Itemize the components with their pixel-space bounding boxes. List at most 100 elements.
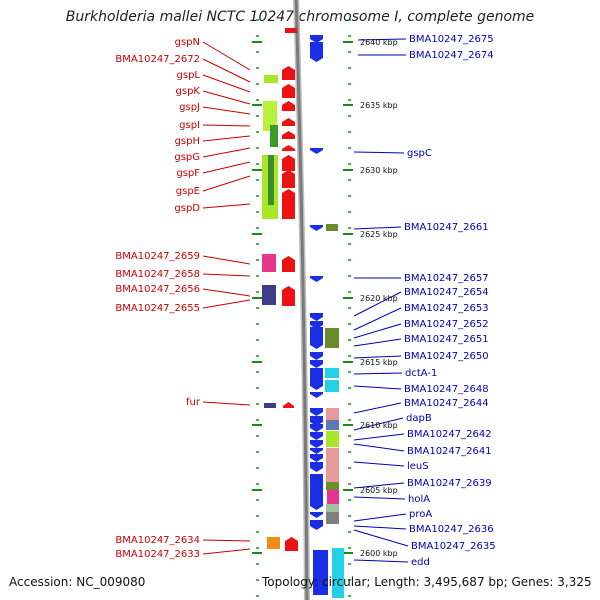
left-leader-line <box>202 299 251 309</box>
blue-gene-arrow <box>310 360 323 368</box>
gene-block <box>262 254 276 272</box>
blue-gene-arrow <box>310 512 323 518</box>
gene-block <box>263 101 277 131</box>
left-leader-line <box>202 41 251 71</box>
right-leader-line <box>353 226 402 230</box>
blue-gene-arrow <box>310 432 323 440</box>
blue-gene-arrow <box>310 520 323 530</box>
left-gene-label: gspK <box>176 86 201 97</box>
left-leader-line <box>202 135 251 142</box>
right-gene-label: edd <box>411 557 430 568</box>
right-gene-label: proA <box>409 509 432 520</box>
gene-block <box>325 328 339 348</box>
red-gene-arrow <box>282 155 295 171</box>
right-leader-line <box>353 385 402 390</box>
left-gene-label: gspD <box>174 203 200 214</box>
right-leader-line <box>353 307 402 331</box>
right-gene-label: dctA-1 <box>405 368 437 379</box>
blue-gene-arrow <box>310 424 323 432</box>
kbp-label: 2630 kbp <box>360 166 398 175</box>
kbp-label: 2640 kbp <box>360 38 398 47</box>
blue-gene-arrow <box>310 327 323 349</box>
kbp-label: 2610 kbp <box>360 421 398 430</box>
right-gene-label: BMA10247_2642 <box>407 429 492 440</box>
blue-gene-arrow <box>310 440 323 448</box>
red-gene-arrow <box>282 101 295 111</box>
red-gene-arrow <box>282 170 295 188</box>
gene-block <box>267 537 280 549</box>
blue-gene-arrow <box>310 148 323 154</box>
right-leader-line <box>353 338 402 347</box>
topology-label: Topology: circular; Length: 3,495,687 bp… <box>262 575 592 589</box>
right-leader-line <box>353 559 409 563</box>
blue-gene-arrow <box>310 42 323 62</box>
right-gene-label: BMA10247_2641 <box>407 446 492 457</box>
right-leader-line <box>353 482 405 489</box>
right-gene-label: leuS <box>407 461 429 472</box>
left-gene-label: BMA10247_2633 <box>115 549 200 560</box>
gene-block <box>268 155 274 205</box>
kbp-label: 2605 kbp <box>360 486 398 495</box>
right-gene-label: BMA10247_2648 <box>404 384 489 395</box>
left-leader-line <box>202 147 251 158</box>
gene-block <box>325 368 339 378</box>
right-gene-label: holA <box>408 494 430 505</box>
gene-block <box>326 504 339 512</box>
left-leader-line <box>202 161 251 174</box>
right-gene-label: BMA10247_2639 <box>407 478 492 489</box>
left-leader-line <box>202 175 251 192</box>
kbp-label: 2600 kbp <box>360 549 398 558</box>
red-gene-arrow <box>282 66 295 80</box>
left-leader-line <box>202 106 251 115</box>
gene-block <box>326 420 339 430</box>
gene-block <box>326 448 339 482</box>
accession-label: Accession: NC_009080 <box>9 575 146 589</box>
chromosome-backbone <box>294 0 309 600</box>
gene-block <box>264 75 278 83</box>
right-leader-line <box>353 372 403 375</box>
gene-block <box>264 403 276 408</box>
right-gene-label: BMA10247_2674 <box>409 50 494 61</box>
left-gene-label: BMA10247_2655 <box>115 303 200 314</box>
right-leader-line <box>353 355 402 359</box>
right-leader-line <box>353 525 407 530</box>
blue-gene-arrow <box>310 392 323 398</box>
blue-gene-arrow <box>310 352 323 360</box>
gene-block <box>327 490 339 504</box>
left-gene-label: BMA10247_2656 <box>115 284 200 295</box>
blue-gene-arrow <box>310 416 323 426</box>
gene-block <box>326 224 338 231</box>
right-leader-line <box>353 323 402 339</box>
blue-gene-arrow <box>310 474 323 510</box>
blue-gene-arrow <box>310 454 323 462</box>
right-leader-line <box>353 417 404 431</box>
right-gene-label: BMA10247_2644 <box>404 398 489 409</box>
left-gene-label: gspJ <box>179 102 200 113</box>
right-leader-line <box>357 38 407 41</box>
gene-block <box>332 548 344 598</box>
right-gene-label: BMA10247_2653 <box>404 303 489 314</box>
left-gene-label: gspI <box>179 120 200 131</box>
gene-block <box>326 408 339 420</box>
left-leader-line <box>202 273 251 277</box>
red-gene-arrow <box>285 28 297 33</box>
left-gene-label: gspL <box>177 70 201 81</box>
blue-gene-arrow <box>310 35 323 43</box>
blue-gene-arrow <box>310 225 323 231</box>
left-leader-line <box>202 548 251 555</box>
right-gene-label: BMA10247_2651 <box>404 334 489 345</box>
right-leader-line <box>353 529 409 547</box>
red-gene-arrow <box>282 118 295 126</box>
right-gene-label: BMA10247_2635 <box>411 541 496 552</box>
left-gene-label: gspG <box>174 152 200 163</box>
left-leader-line <box>202 255 251 265</box>
blue-gene-arrow <box>310 448 323 454</box>
left-leader-line <box>202 539 251 542</box>
red-gene-arrow <box>285 537 298 551</box>
right-gene-label: BMA10247_2650 <box>404 351 489 362</box>
kbp-label: 2635 kbp <box>360 101 398 110</box>
left-gene-label: fur <box>186 397 201 408</box>
gene-block <box>326 431 339 447</box>
blue-gene-arrow <box>310 408 323 416</box>
